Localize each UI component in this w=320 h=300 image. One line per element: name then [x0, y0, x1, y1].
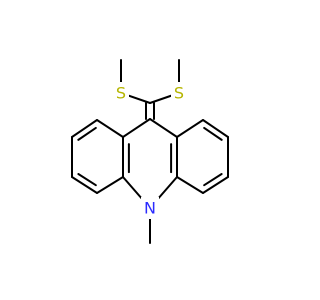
sulfur-left-label-bg	[113, 82, 129, 104]
sulfur-left-atom-label: S	[116, 84, 126, 103]
bond-R4-C10a	[176, 176, 204, 194]
bond-L4-C4a	[96, 176, 124, 194]
bond-L3-L4-inner	[77, 172, 97, 187]
bond-L1-L2	[71, 119, 98, 138]
bond-R1-R2	[202, 119, 229, 138]
molecule-structure: S S N	[71, 59, 229, 244]
bond-R1-R2-inner	[203, 126, 223, 141]
sulfur-right-label-bg	[171, 82, 187, 104]
nitrogen-label-bg	[141, 197, 159, 219]
sulfur-right-atom-label: S	[174, 84, 184, 103]
bond-C9-C8a	[149, 118, 178, 138]
bond-L1-L2-inner	[77, 126, 97, 141]
nitrogen-atom-label: N	[144, 199, 156, 218]
bond-C8a-R1	[176, 119, 204, 138]
bond-C9-C9a	[122, 118, 151, 138]
bond-C9a-L1	[96, 119, 124, 138]
bond-R3-R4-inner	[203, 172, 223, 187]
atom-label-group: S S N	[113, 82, 187, 219]
bond-L3-L4	[71, 176, 98, 194]
bond-R3-R4	[202, 176, 229, 194]
